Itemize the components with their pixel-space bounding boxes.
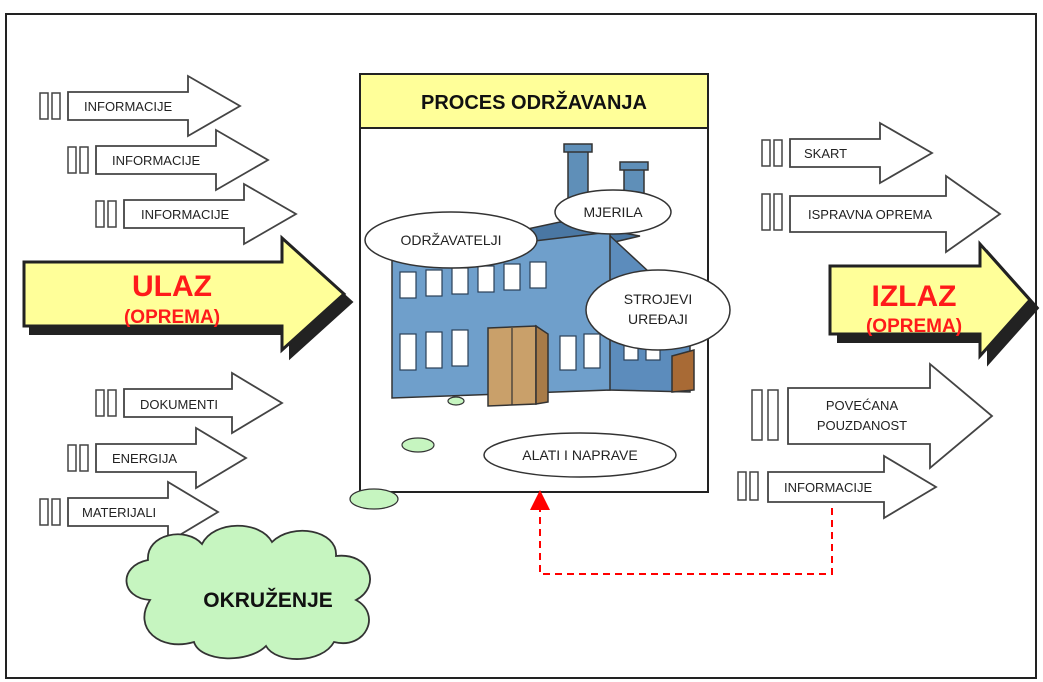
input-arrow-informacije-1: INFORMACIJE [39,74,242,138]
output-arrow-label: ISPRAVNA OPREMA [808,207,932,222]
bubble-alati-naprave: ALATI I NAPRAVE [483,432,677,478]
input-arrow-label: INFORMACIJE [112,153,200,168]
input-arrow-label: INFORMACIJE [84,99,172,114]
output-arrow-label: INFORMACIJE [784,480,872,495]
output-arrow-ispravna-oprema: ISPRAVNA OPREMA [761,174,1002,254]
input-arrow-dokumenti: DOKUMENTI [95,371,284,435]
output-arrow-povecana-pouzdanost: POVEĆANA POUZDANOST [751,362,994,470]
input-arrow-energija: ENERGIJA [67,426,248,490]
output-big-arrow: IZLAZ (OPREMA) [828,240,1040,367]
output-subtitle: (OPREMA) [866,316,962,337]
process-title: PROCES ODRŽAVANJA [421,90,647,114]
output-arrow-label-1: POVEĆANA [826,398,899,413]
environment-label: OKRUŽENJE [203,588,333,612]
input-arrow-materijali: MATERIJALI [39,480,220,544]
output-arrow-informacije: INFORMACIJE [737,454,938,520]
bubble-mjerila: MJERILA [554,189,672,235]
output-arrow-skart: SKART [761,121,934,185]
bubble-strojevi-uredjaji: STROJEVI UREĐAJI [585,269,731,351]
input-arrow-label: MATERIJALI [82,505,156,520]
environment-cloud: OKRUŽENJE [125,524,371,660]
input-arrow-label: INFORMACIJE [141,207,229,222]
bubble-label-uredjaji: UREĐAJI [628,311,688,327]
input-subtitle: (OPREMA) [124,307,220,328]
bubble-label-strojevi: STROJEVI [624,291,692,307]
bubble-label-odrzavatelji: ODRŽAVATELJI [400,232,501,248]
input-arrow-label: ENERGIJA [112,451,177,466]
pond-decoration [349,488,399,510]
process-title-band [359,73,709,129]
bubble-odrzavatelji: ODRŽAVATELJI [364,211,538,269]
output-arrow-label: SKART [804,146,847,161]
output-arrow-label-2: POUZDANOST [817,418,907,433]
input-arrow-label: DOKUMENTI [140,397,218,412]
bubble-label-alati: ALATI I NAPRAVE [522,447,637,463]
input-title: ULAZ [132,270,212,303]
output-title: IZLAZ [872,280,957,313]
bubble-label-mjerila: MJERILA [583,204,643,220]
input-arrow-informacije-2: INFORMACIJE [67,128,270,192]
input-big-arrow: ULAZ (OPREMA) [22,234,354,361]
input-arrow-informacije-3: INFORMACIJE [95,182,298,246]
